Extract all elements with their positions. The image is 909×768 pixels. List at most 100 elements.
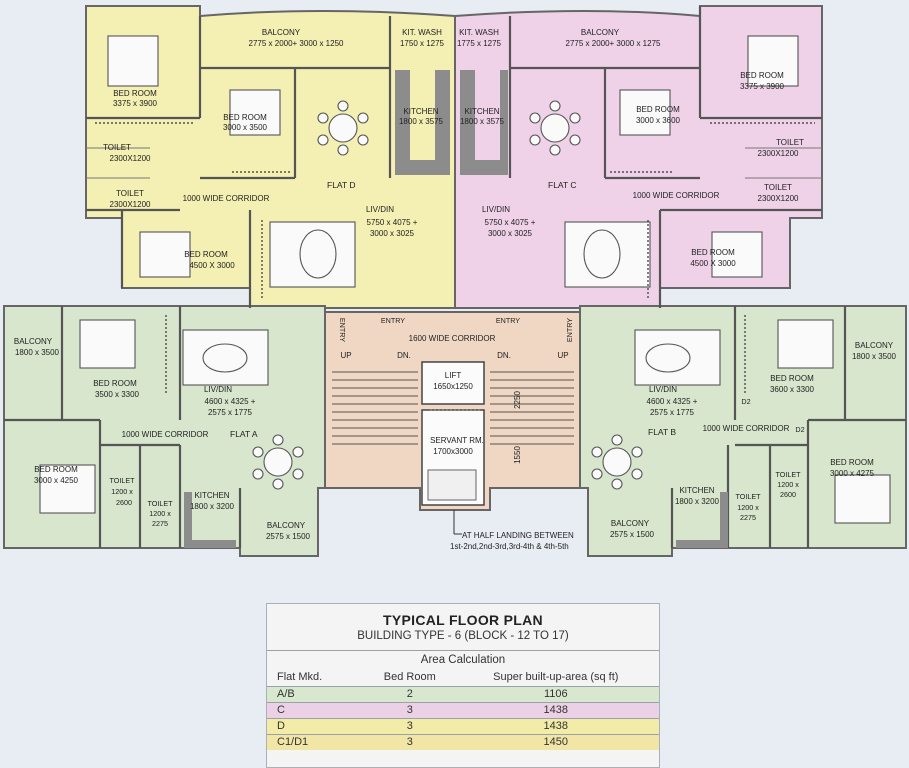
flat-c-toilet2-label: TOILET xyxy=(764,183,792,192)
flat-c-balcony-dim: 2775 x 2000+ 3000 x 1275 xyxy=(566,39,662,48)
flat-a-livdin-label: LIV/DIN xyxy=(204,385,232,394)
floor-plan: FLAT D BALCONY 2775 x 2000+ 3000 x 1250 … xyxy=(3,5,907,557)
cell-bedroom: 3 xyxy=(367,734,453,750)
flat-d-kitwash-dim: 1750 x 1275 xyxy=(400,39,445,48)
flat-b-bedroom2-label: BED ROOM xyxy=(830,458,874,467)
stair-up-label: UP xyxy=(557,351,568,360)
flat-d-toilet2-label: TOILET xyxy=(116,189,144,198)
flat-d-kitchen-dim: 1800 x 3575 xyxy=(399,117,444,126)
stair-dn-label: DN. xyxy=(397,351,411,360)
dimension-1550: 1550 xyxy=(513,446,522,464)
area-calc-heading: Area Calculation xyxy=(267,650,659,666)
cell-flat: A/B xyxy=(267,686,367,703)
flat-b-balcony2-label: BALCONY xyxy=(611,519,650,528)
area-legend: TYPICAL FLOOR PLAN BUILDING TYPE - 6 (BL… xyxy=(266,603,660,768)
col-bedroom: Bed Room xyxy=(383,671,436,683)
cell-flat: C1/D1 xyxy=(267,734,367,750)
kitchen-counter xyxy=(460,70,508,175)
flat-d-toilet1-dim: 2300X1200 xyxy=(110,154,151,163)
flat-d-bedroom3-label: BED ROOM xyxy=(184,250,228,259)
flat-a-tag: FLAT A xyxy=(230,429,258,439)
flat-b-balcony2-dim: 2575 x 1500 xyxy=(610,530,655,539)
bed-icon xyxy=(39,464,96,514)
dining-table-icon xyxy=(317,100,369,156)
bed-icon xyxy=(229,89,281,136)
cell-bedroom: 2 xyxy=(367,686,453,703)
flat-c-walls xyxy=(508,6,822,308)
bed-icon xyxy=(139,231,191,278)
flat-d-livdin-dim2: 3000 x 3025 xyxy=(370,229,415,238)
flat-c-toilet1-label: TOILET xyxy=(776,138,804,147)
flat-a-toilet2-dim2: 2275 xyxy=(152,519,168,528)
lift-dim: 1650x1250 xyxy=(433,382,473,391)
flat-b-toilet2-dim1: 1200 x xyxy=(737,503,759,512)
entry-label: ENTRY xyxy=(496,316,520,325)
flat-d-bedroom2-label: BED ROOM xyxy=(223,113,267,122)
flat-b-corridor: 1000 WIDE CORRIDOR xyxy=(703,424,790,433)
flat-a-corridor: 1000 WIDE CORRIDOR xyxy=(122,430,209,439)
flat-b-kitchen-dim: 1800 x 3200 xyxy=(675,497,720,506)
plan-title: TYPICAL FLOOR PLAN xyxy=(383,612,543,628)
flat-a-toilet1-dim2: 2600 xyxy=(116,498,132,507)
lift-shaft xyxy=(421,361,485,405)
kitchen-counter xyxy=(676,492,728,548)
flat-a-balcony2-dim: 2575 x 1500 xyxy=(266,532,311,541)
flat-b-toilet1-label: TOILET xyxy=(775,470,801,479)
table-header-row: Flat Mkd. Bed Room Super built-up-area (… xyxy=(267,669,659,687)
flat-c-bedroom3-label: BED ROOM xyxy=(691,248,735,257)
flat-a-balcony1-dim: 1800 x 3500 xyxy=(15,348,60,357)
flat-a-bedroom2-label: BED ROOM xyxy=(34,465,78,474)
flat-b-d2-label: D2 xyxy=(741,397,750,406)
flat-d-livdin-label: LIV/DIN xyxy=(366,205,394,214)
bed-icon xyxy=(777,319,834,369)
flat-c-kitwash-dim: 1775 x 1275 xyxy=(457,39,502,48)
servant-room-label: SERVANT RM. xyxy=(430,436,484,445)
flat-a-walls xyxy=(4,306,242,548)
flat-c-toilet1-dim: 2300X1200 xyxy=(758,149,799,158)
flat-b-bedroom2-dim: 3000 x 4275 xyxy=(830,469,875,478)
flat-b-bedroom1-label: BED ROOM xyxy=(770,374,814,383)
flat-d-balcony-dim: 2775 x 2000+ 3000 x 1250 xyxy=(249,39,345,48)
flat-b-livdin-label: LIV/DIN xyxy=(649,385,677,394)
flat-c-livdin-dim1: 5750 x 4075 + xyxy=(485,218,536,227)
flat-c-bedroom2-dim: 3000 x 3600 xyxy=(636,116,681,125)
flat-c-livdin-label: LIV/DIN xyxy=(482,205,510,214)
stair-up-label: UP xyxy=(340,351,351,360)
flat-a-bedroom2-dim: 3000 x 4250 xyxy=(34,476,79,485)
flat-d-kitwash-label: KIT. WASH xyxy=(402,28,442,37)
cell-flat: C xyxy=(267,702,367,719)
flat-b-bedroom1-dim: 3600 x 3300 xyxy=(770,385,815,394)
flat-a-toilet2-label: TOILET xyxy=(147,499,173,508)
flat-d-bedroom1-dim: 3375 x 3900 xyxy=(113,99,158,108)
col-flat: Flat Mkd. xyxy=(277,671,323,683)
flat-a-bedroom1-dim: 3500 x 3300 xyxy=(95,390,140,399)
flat-d-bedroom3-dim: 4500 X 3000 xyxy=(189,261,235,270)
landing-note-line1: AT HALF LANDING BETWEEN xyxy=(462,531,574,540)
flat-a-toilet1-dim1: 1200 x xyxy=(111,487,133,496)
flat-a-livdin-dim1: 4600 x 4325 + xyxy=(205,397,256,406)
flat-d-toilet2-dim: 2300X1200 xyxy=(110,200,151,209)
bed-icon xyxy=(107,35,159,87)
flat-d-tag: FLAT D xyxy=(327,180,356,190)
dining-table-icon xyxy=(252,434,304,490)
entry-label: ENTRY xyxy=(565,318,574,342)
lift-label: LIFT xyxy=(445,371,462,380)
landing-note-line2: 1st-2nd,2nd-3rd,3rd-4th & 4th-5th xyxy=(450,542,569,551)
kitchen-counter xyxy=(395,70,450,175)
plan-subtitle: BUILDING TYPE - 6 (BLOCK - 12 TO 17) xyxy=(357,630,569,642)
flat-a-bedroom1-label: BED ROOM xyxy=(93,379,137,388)
flat-c-toilet2-dim: 2300X1200 xyxy=(758,194,799,203)
staircase xyxy=(332,361,574,506)
flat-b-balcony1-label: BALCONY xyxy=(855,341,894,350)
sofa-icon xyxy=(269,221,356,288)
flat-a-livdin-dim2: 2575 x 1775 xyxy=(208,408,253,417)
dining-table-icon xyxy=(591,434,643,490)
flat-b-kitchen-label: KITCHEN xyxy=(679,486,714,495)
flat-c-bedroom1-label: BED ROOM xyxy=(740,71,784,80)
flat-d-kitchen-label: KITCHEN xyxy=(403,107,438,116)
flat-c-bedroom3-dim: 4500 X 3000 xyxy=(690,259,736,268)
cell-flat: D xyxy=(267,718,367,735)
bed-icon xyxy=(79,319,136,369)
flat-b-toilet2-dim2: 2275 xyxy=(740,513,756,522)
flat-a-kitchen-label: KITCHEN xyxy=(194,491,229,500)
